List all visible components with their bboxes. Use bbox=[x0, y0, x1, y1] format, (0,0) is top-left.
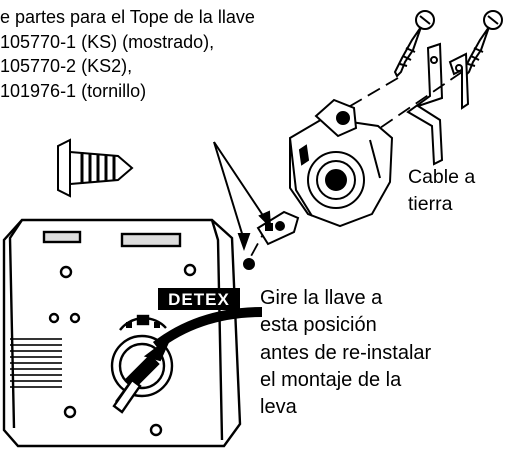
mounting-screw-left-icon bbox=[393, 10, 435, 78]
parts-note-line: 105770-2 (KS2), bbox=[0, 56, 133, 76]
svg-text:DETEX: DETEX bbox=[168, 290, 230, 309]
cam-assembly-icon bbox=[289, 98, 394, 228]
ground-cable-label-line: Cable a bbox=[408, 166, 476, 188]
key-stop-part-icon bbox=[256, 210, 300, 246]
mounting-screw-right-icon bbox=[461, 10, 503, 78]
detex-logo: DETEX bbox=[158, 288, 240, 310]
ground-cable-icon bbox=[406, 42, 470, 166]
parts-note-line: 105770-1 (KS) (mostrado), bbox=[0, 31, 215, 52]
key-instruction-line: esta posición bbox=[260, 314, 377, 337]
key-instruction-line: Gire la llave a bbox=[260, 287, 383, 309]
key-stop-screw-icon bbox=[243, 258, 255, 270]
alarm-housing-icon bbox=[2, 218, 242, 448]
parts-note-line: e partes para el Tope de la llave bbox=[0, 7, 255, 27]
key-instruction-line: antes de re-instalar bbox=[260, 341, 432, 364]
loose-screw-icon bbox=[57, 138, 134, 198]
parts-note-line: 101976-1 (tornillo) bbox=[0, 80, 147, 101]
pointer-arrows bbox=[213, 141, 272, 251]
ground-cable-label-line: tierra bbox=[408, 193, 453, 215]
key-instruction-line: el montaje de la bbox=[260, 368, 402, 391]
key-instruction-line: leva bbox=[260, 396, 297, 419]
parts-note: e partes para el Tope de la llave 105770… bbox=[0, 5, 255, 103]
ground-cable-label: Cable a tierra bbox=[408, 164, 475, 218]
key-instruction: Gire la llave a esta posición antes de r… bbox=[260, 285, 431, 421]
rotation-arrow-icon bbox=[143, 307, 263, 362]
